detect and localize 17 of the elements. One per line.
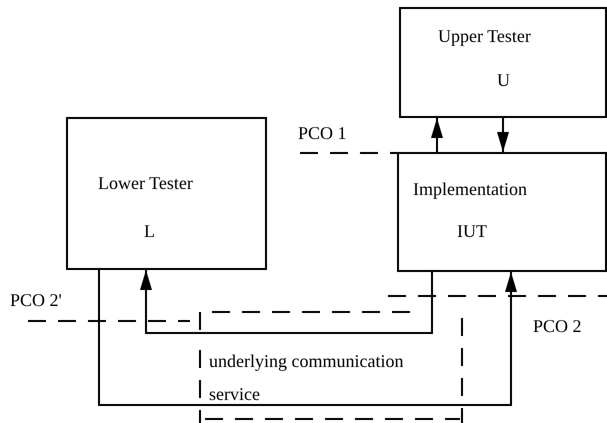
pco-label: PCO 2 [533,317,582,335]
tester-box [66,117,267,270]
box-title: Lower Tester [98,174,193,192]
tester-box [397,152,607,272]
box-symbol: IUT [457,222,487,240]
box-title: Implementation [413,180,527,198]
service-label: underlying communication service [209,350,404,406]
arrow [140,270,433,334]
pco-label: PCO 2' [10,291,62,309]
arrow [497,118,509,152]
box-symbol: L [144,222,155,240]
pco-label: PCO 1 [298,124,347,142]
box-title: Upper Tester [438,27,531,45]
arrow [98,270,517,406]
tester-box [399,7,607,118]
arrow [431,118,443,152]
box-symbol: U [497,71,510,89]
